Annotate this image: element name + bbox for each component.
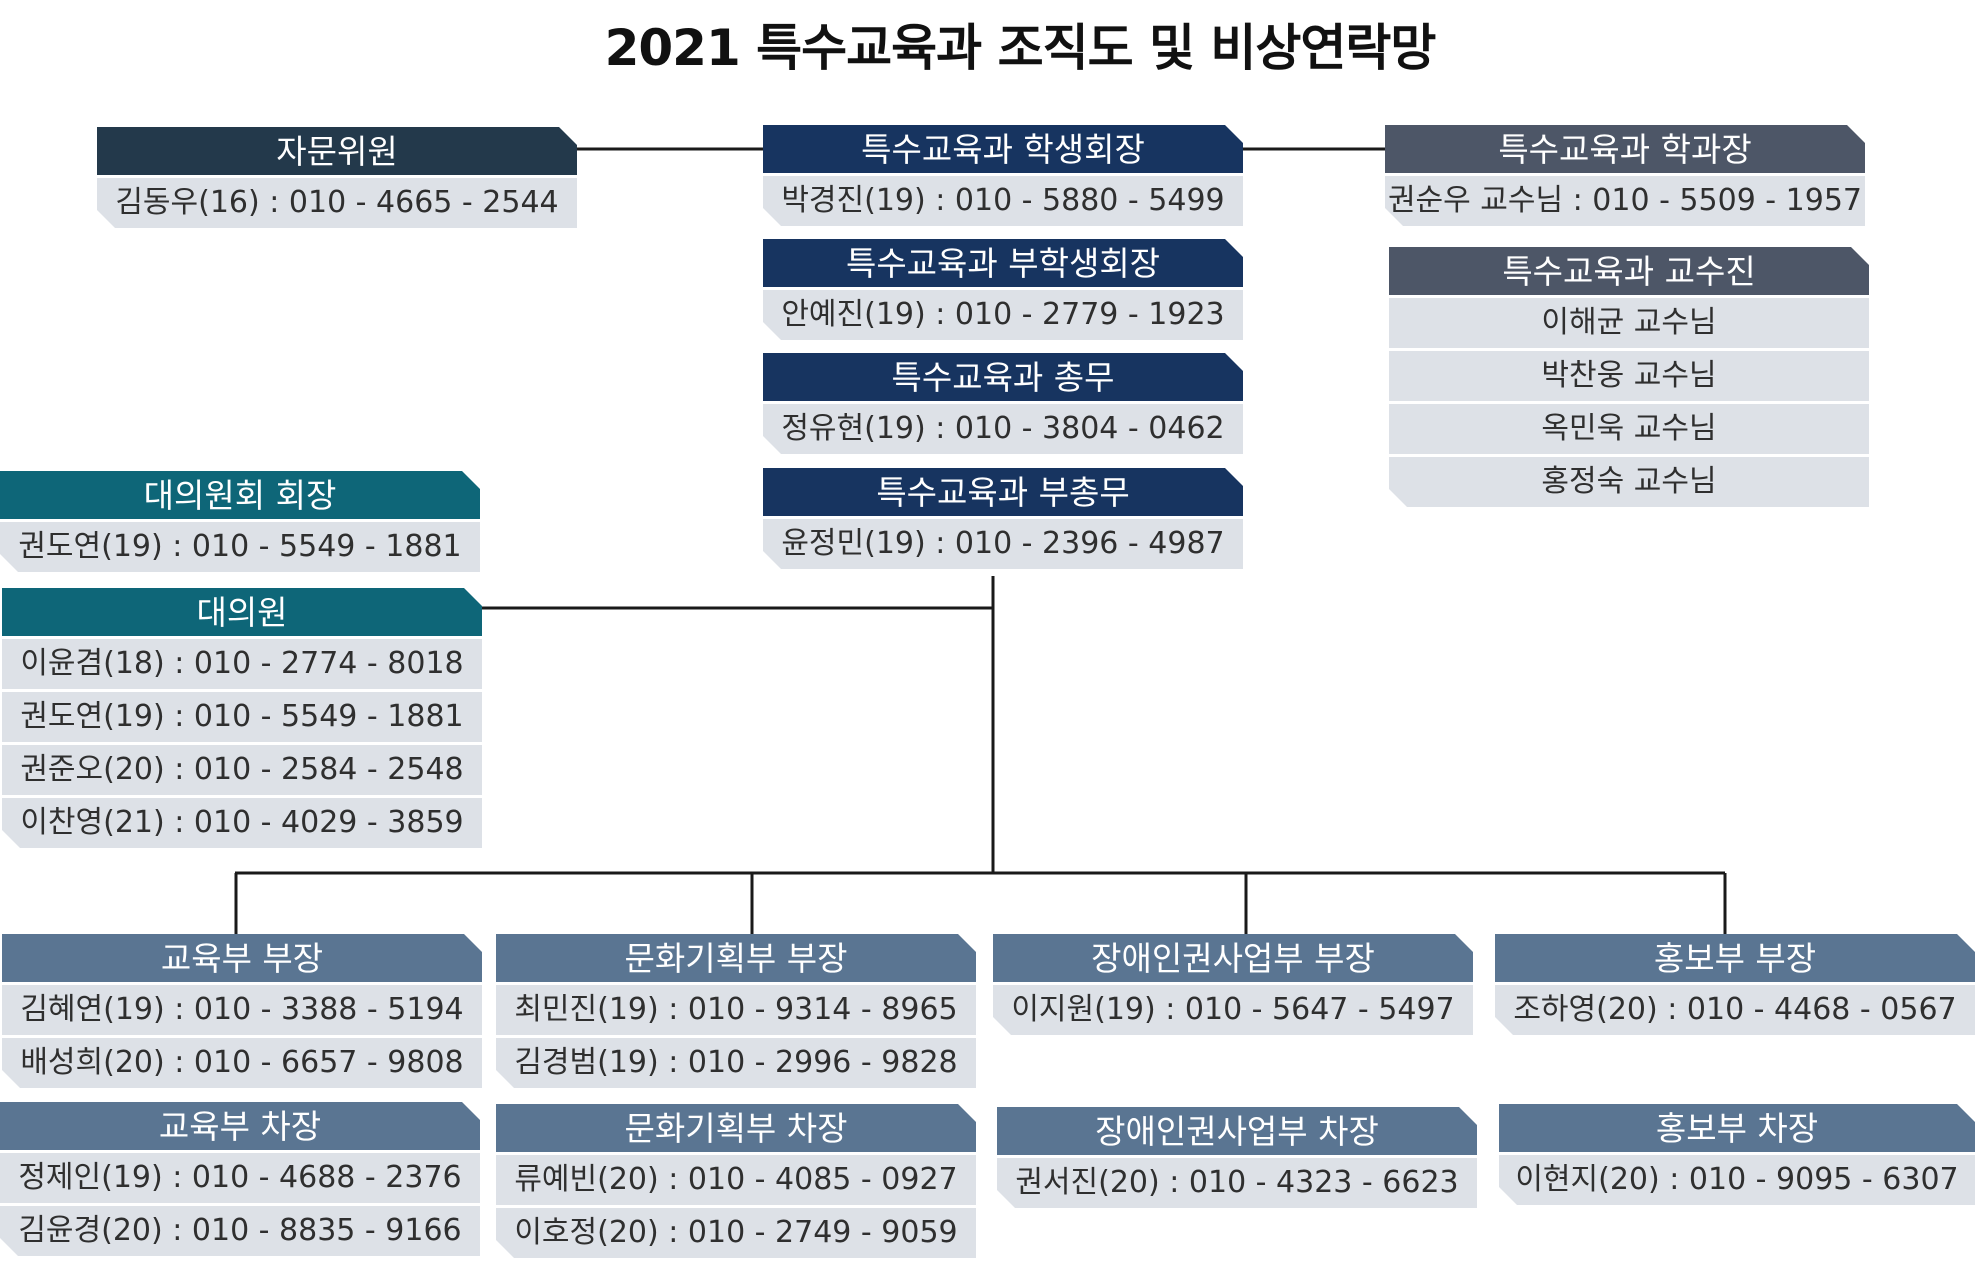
president-contact: 박경진(19) : 010 - 5880 - 5499 bbox=[763, 173, 1243, 226]
council-title: 대의원 bbox=[2, 588, 482, 636]
rights-deputy-title: 장애인권사업부 차장 bbox=[997, 1107, 1477, 1155]
council-member: 이찬영(21) : 010 - 4029 - 3859 bbox=[2, 795, 482, 848]
pr-deputy-title: 홍보부 차장 bbox=[1499, 1104, 1975, 1152]
edu-deputy-member: 정제인(19) : 010 - 4688 - 2376 bbox=[0, 1150, 480, 1203]
president-title: 특수교육과 학생회장 bbox=[763, 125, 1243, 173]
council-chair-box: 대의원회 회장 권도연(19) : 010 - 5549 - 1881 bbox=[0, 471, 480, 572]
council-chair-title: 대의원회 회장 bbox=[0, 471, 480, 519]
culture-head-member: 김경범(19) : 010 - 2996 - 9828 bbox=[496, 1035, 976, 1088]
vice-president-contact: 안예진(19) : 010 - 2779 - 1923 bbox=[763, 287, 1243, 340]
advisor-title: 자문위원 bbox=[97, 127, 577, 175]
culture-deputy-box: 문화기획부 차장 류예빈(20) : 010 - 4085 - 0927 이호정… bbox=[496, 1104, 976, 1258]
rights-head-title: 장애인권사업부 부장 bbox=[993, 934, 1473, 982]
faculty-title: 특수교육과 교수진 bbox=[1389, 247, 1869, 295]
faculty-member: 이해균 교수님 bbox=[1389, 295, 1869, 348]
dept-head-title: 특수교육과 학과장 bbox=[1385, 125, 1865, 173]
edu-head-title: 교육부 부장 bbox=[2, 934, 482, 982]
culture-head-member: 최민진(19) : 010 - 9314 - 8965 bbox=[496, 982, 976, 1035]
pr-head-title: 홍보부 부장 bbox=[1495, 934, 1975, 982]
rights-head-box: 장애인권사업부 부장 이지원(19) : 010 - 5647 - 5497 bbox=[993, 934, 1473, 1035]
faculty-member: 박찬웅 교수님 bbox=[1389, 348, 1869, 401]
vice-president-box: 특수교육과 부학생회장 안예진(19) : 010 - 2779 - 1923 bbox=[763, 239, 1243, 340]
vice-secretary-box: 특수교육과 부총무 윤정민(19) : 010 - 2396 - 4987 bbox=[763, 468, 1243, 569]
vice-secretary-contact: 윤정민(19) : 010 - 2396 - 4987 bbox=[763, 516, 1243, 569]
rights-deputy-member: 권서진(20) : 010 - 4323 - 6623 bbox=[997, 1155, 1477, 1208]
secretary-box: 특수교육과 총무 정유현(19) : 010 - 3804 - 0462 bbox=[763, 353, 1243, 454]
president-box: 특수교육과 학생회장 박경진(19) : 010 - 5880 - 5499 bbox=[763, 125, 1243, 226]
faculty-box: 특수교육과 교수진 이해균 교수님 박찬웅 교수님 옥민욱 교수님 홍정숙 교수… bbox=[1389, 247, 1869, 507]
pr-deputy-box: 홍보부 차장 이현지(20) : 010 - 9095 - 6307 bbox=[1499, 1104, 1975, 1205]
dept-head-contact: 권순우 교수님 : 010 - 5509 - 1957 bbox=[1385, 173, 1865, 226]
vice-president-title: 특수교육과 부학생회장 bbox=[763, 239, 1243, 287]
pr-head-box: 홍보부 부장 조하영(20) : 010 - 4468 - 0567 bbox=[1495, 934, 1975, 1035]
faculty-member: 홍정숙 교수님 bbox=[1389, 454, 1869, 507]
edu-head-box: 교육부 부장 김혜연(19) : 010 - 3388 - 5194 배성희(2… bbox=[2, 934, 482, 1088]
council-member: 이윤겸(18) : 010 - 2774 - 8018 bbox=[2, 636, 482, 689]
pr-deputy-member: 이현지(20) : 010 - 9095 - 6307 bbox=[1499, 1152, 1975, 1205]
secretary-contact: 정유현(19) : 010 - 3804 - 0462 bbox=[763, 401, 1243, 454]
advisor-box: 자문위원 김동우(16) : 010 - 4665 - 2544 bbox=[97, 127, 577, 228]
vice-secretary-title: 특수교육과 부총무 bbox=[763, 468, 1243, 516]
council-member: 권준오(20) : 010 - 2584 - 2548 bbox=[2, 742, 482, 795]
culture-head-box: 문화기획부 부장 최민진(19) : 010 - 9314 - 8965 김경범… bbox=[496, 934, 976, 1088]
faculty-member: 옥민욱 교수님 bbox=[1389, 401, 1869, 454]
council-chair-contact: 권도연(19) : 010 - 5549 - 1881 bbox=[0, 519, 480, 572]
edu-deputy-title: 교육부 차장 bbox=[0, 1102, 480, 1150]
culture-deputy-title: 문화기획부 차장 bbox=[496, 1104, 976, 1152]
rights-head-member: 이지원(19) : 010 - 5647 - 5497 bbox=[993, 982, 1473, 1035]
edu-deputy-box: 교육부 차장 정제인(19) : 010 - 4688 - 2376 김윤경(2… bbox=[0, 1102, 480, 1256]
advisor-contact: 김동우(16) : 010 - 4665 - 2544 bbox=[97, 175, 577, 228]
dept-head-box: 특수교육과 학과장 권순우 교수님 : 010 - 5509 - 1957 bbox=[1385, 125, 1865, 226]
culture-head-title: 문화기획부 부장 bbox=[496, 934, 976, 982]
secretary-title: 특수교육과 총무 bbox=[763, 353, 1243, 401]
culture-deputy-member: 이호정(20) : 010 - 2749 - 9059 bbox=[496, 1205, 976, 1258]
edu-head-member: 배성희(20) : 010 - 6657 - 9808 bbox=[2, 1035, 482, 1088]
pr-head-member: 조하영(20) : 010 - 4468 - 0567 bbox=[1495, 982, 1975, 1035]
council-member: 권도연(19) : 010 - 5549 - 1881 bbox=[2, 689, 482, 742]
council-box: 대의원 이윤겸(18) : 010 - 2774 - 8018 권도연(19) … bbox=[2, 588, 482, 848]
culture-deputy-member: 류예빈(20) : 010 - 4085 - 0927 bbox=[496, 1152, 976, 1205]
edu-deputy-member: 김윤경(20) : 010 - 8835 - 9166 bbox=[0, 1203, 480, 1256]
rights-deputy-box: 장애인권사업부 차장 권서진(20) : 010 - 4323 - 6623 bbox=[997, 1107, 1477, 1208]
edu-head-member: 김혜연(19) : 010 - 3388 - 5194 bbox=[2, 982, 482, 1035]
chart-title: 2021 특수교육과 조직도 및 비상연락망 bbox=[604, 19, 1437, 77]
